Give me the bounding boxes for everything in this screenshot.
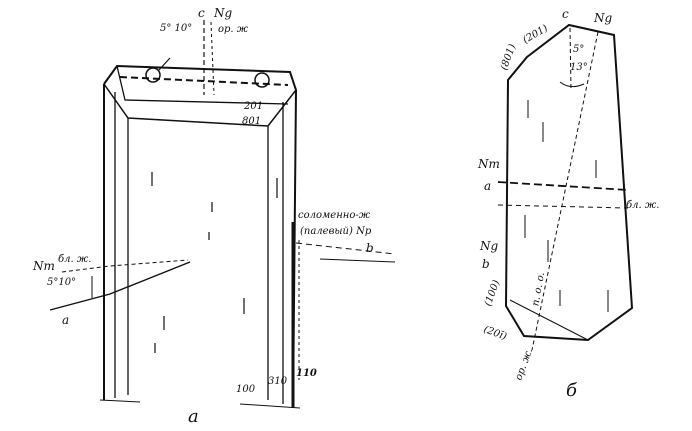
label-b-axis-ng-left: Ng [479, 239, 499, 253]
crystal-b-angle-arc [560, 82, 584, 87]
crystal-b-outline [506, 25, 632, 340]
label-b-color-bottom: ор. ж. [514, 347, 536, 382]
crystal-a-circle-right [255, 73, 269, 87]
crystal-a-inner-edges [115, 92, 283, 404]
crystal-b: c Ng (801) (201) 5° 13° Nm a бл. ж. Ng b… [477, 7, 659, 401]
label-a-color-np-1: соломенно-ж [298, 210, 371, 221]
label-a-caption: а [188, 406, 199, 427]
label-a-color-np-2: (палевый) Np [300, 226, 372, 237]
label-b-face-801: (801) [499, 43, 519, 72]
label-b-axis-ng: Ng [593, 11, 613, 25]
crystal-a-axis-ng [211, 22, 214, 95]
crystal-b-axis-b [498, 205, 628, 208]
label-b-axis-nm: Nm [477, 157, 500, 171]
crystal-a-top-face [104, 84, 296, 126]
label-a-face-100: 100 [236, 384, 256, 395]
label-a-color-top: ор. ж [218, 24, 249, 35]
crystal-b-axis-a [498, 182, 628, 190]
label-b-angle-1: 5° [573, 44, 584, 55]
label-a-face-801: 801 [242, 116, 261, 127]
label-a-axis-ng: Ng [213, 6, 233, 20]
label-b-angle-2: 13° [570, 62, 588, 73]
label-a-axis-b: b [366, 241, 374, 255]
label-a-axis-c: c [198, 6, 205, 20]
label-b-axis-a: a [484, 179, 491, 193]
label-a-axis-a: a [62, 313, 69, 327]
label-a-color-nm: бл. ж. [58, 254, 91, 265]
crystal-a-bottom [100, 400, 300, 408]
crystal-a-marks [152, 172, 277, 353]
crystal-a-circle-left [146, 68, 160, 82]
label-b-axis-c: c [562, 7, 569, 21]
crystal-a-outline [104, 66, 296, 408]
label-a-angle-top: 5° 10° [160, 23, 192, 34]
label-a-angle-left: 5°10° [47, 277, 76, 288]
label-b-color-right: бл. ж. [626, 200, 659, 211]
crystal-a-b-line [296, 243, 395, 254]
label-b-face-201-bottom: (20ī) [482, 324, 508, 342]
label-b-axis-b: b [482, 257, 490, 271]
label-a-face-310: 310 [268, 376, 288, 387]
label-b-face-100: (100) [483, 279, 503, 308]
label-a-face-110: 110 [296, 368, 317, 379]
crystal-a: c Ng 5° 10° ор. ж 201 801 Nm бл. ж. 5°10… [32, 6, 395, 427]
crystal-b-axis-c [570, 28, 571, 90]
label-b-caption: б [566, 380, 578, 401]
label-a-face-201: 201 [243, 101, 263, 112]
label-a-axis-nm: Nm [32, 259, 55, 273]
crystal-a-b-base [320, 259, 395, 262]
